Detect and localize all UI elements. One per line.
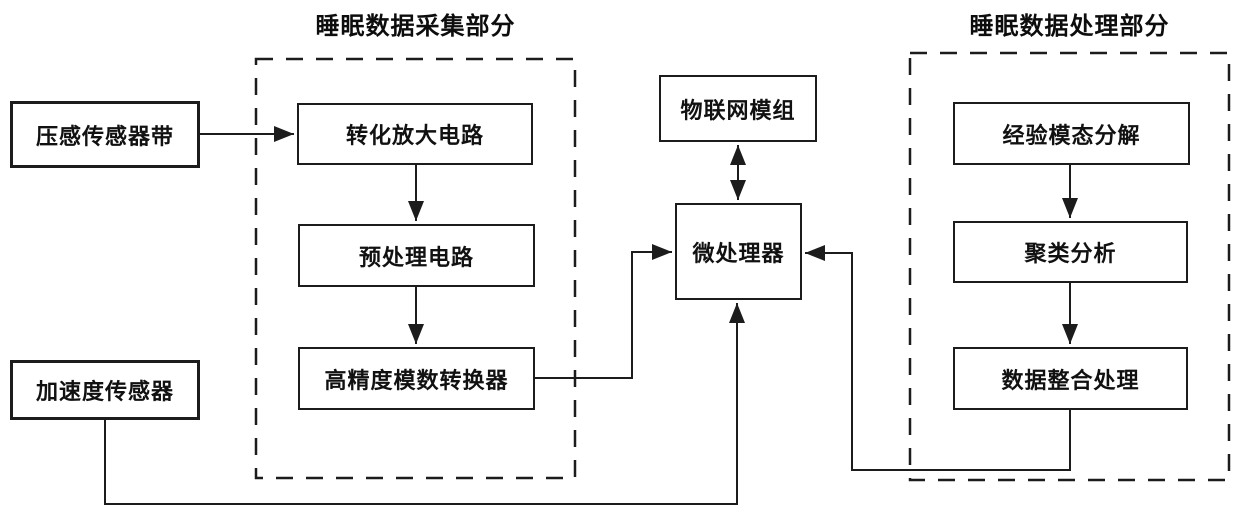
- node-preprocessing-circuit: 预处理电路: [298, 224, 535, 287]
- node-cluster-analysis: 聚类分析: [953, 221, 1188, 283]
- arrow-integrate-to-mcu: [805, 245, 1071, 471]
- arrow-adc-to-mcu: [535, 244, 672, 379]
- node-high-precision-adc: 高精度模数转换器: [298, 347, 535, 410]
- arrow-accel-to-mcu: [104, 303, 745, 505]
- collection-group-dashed-border: [254, 57, 577, 480]
- node-conversion-amplifier-circuit: 转化放大电路: [297, 103, 533, 165]
- node-pressure-sensor-belt-label: 压感传感器带: [35, 124, 174, 150]
- processing-group-dashed-border: [908, 51, 1231, 482]
- node-empirical-mode-decomposition-label: 经验模态分解: [1002, 123, 1141, 149]
- node-empirical-mode-decomposition: 经验模态分解: [953, 102, 1190, 165]
- node-iot-module-label: 物联网模组: [680, 98, 796, 124]
- node-iot-module: 物联网模组: [659, 75, 817, 142]
- node-high-precision-adc-label: 高精度模数转换器: [324, 368, 509, 394]
- node-cluster-analysis-label: 聚类分析: [1024, 242, 1117, 267]
- node-data-integration-processing: 数据整合处理: [953, 347, 1188, 410]
- node-preprocessing-circuit-label: 预处理电路: [358, 245, 474, 271]
- collection-group-title: 睡眠数据采集部分: [315, 12, 516, 40]
- node-acceleration-sensor-label: 加速度传感器: [35, 380, 174, 405]
- processing-group-title: 睡眠数据处理部分: [969, 12, 1170, 40]
- node-microprocessor: 微处理器: [675, 203, 802, 300]
- node-pressure-sensor-belt: 压感传感器带: [10, 101, 200, 168]
- node-acceleration-sensor: 加速度传感器: [10, 360, 200, 420]
- node-microprocessor-label: 微处理器: [692, 241, 785, 267]
- node-conversion-amplifier-circuit-label: 转化放大电路: [345, 124, 484, 149]
- node-data-integration-processing-label: 数据整合处理: [1001, 368, 1140, 394]
